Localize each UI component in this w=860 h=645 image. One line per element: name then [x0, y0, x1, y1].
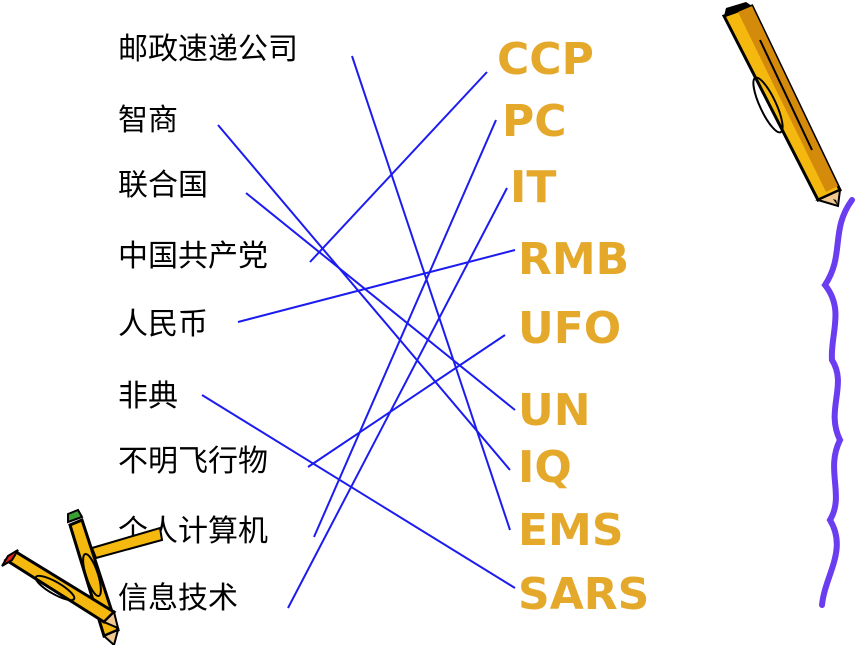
pencil-icon [721, 2, 843, 208]
connector-line-it [287, 187, 508, 609]
left-term: 不明飞行物 [118, 444, 268, 479]
connector-line-sars [201, 394, 516, 589]
connector-line-ufo [307, 334, 506, 468]
connector-line-iq [217, 124, 511, 471]
left-term: 中国共产党 [118, 239, 268, 274]
right-term: UN [518, 385, 591, 436]
right-term: IT [510, 162, 557, 213]
left-term: 人民币 [118, 307, 208, 342]
left-term: 非典 [118, 379, 178, 414]
connector-line-pc [313, 119, 497, 538]
right-term: UFO [518, 303, 622, 354]
right-term: IQ [518, 442, 572, 493]
crossed-pencils-icon [1, 508, 164, 645]
right-term: PC [502, 96, 567, 147]
left-term: 邮政速递公司 [118, 32, 298, 67]
squiggle-line [819, 197, 855, 608]
connector-line-un [245, 192, 516, 411]
right-term: RMB [518, 234, 630, 285]
connector-line-ccp [309, 71, 488, 263]
right-term: SARS [518, 569, 650, 620]
right-term: EMS [518, 505, 624, 556]
right-term: CCP [497, 34, 594, 85]
left-term: 联合国 [118, 168, 208, 203]
left-term: 信息技术 [118, 581, 238, 616]
left-term: 智商 [118, 103, 178, 138]
connector-line-ems [351, 55, 511, 531]
